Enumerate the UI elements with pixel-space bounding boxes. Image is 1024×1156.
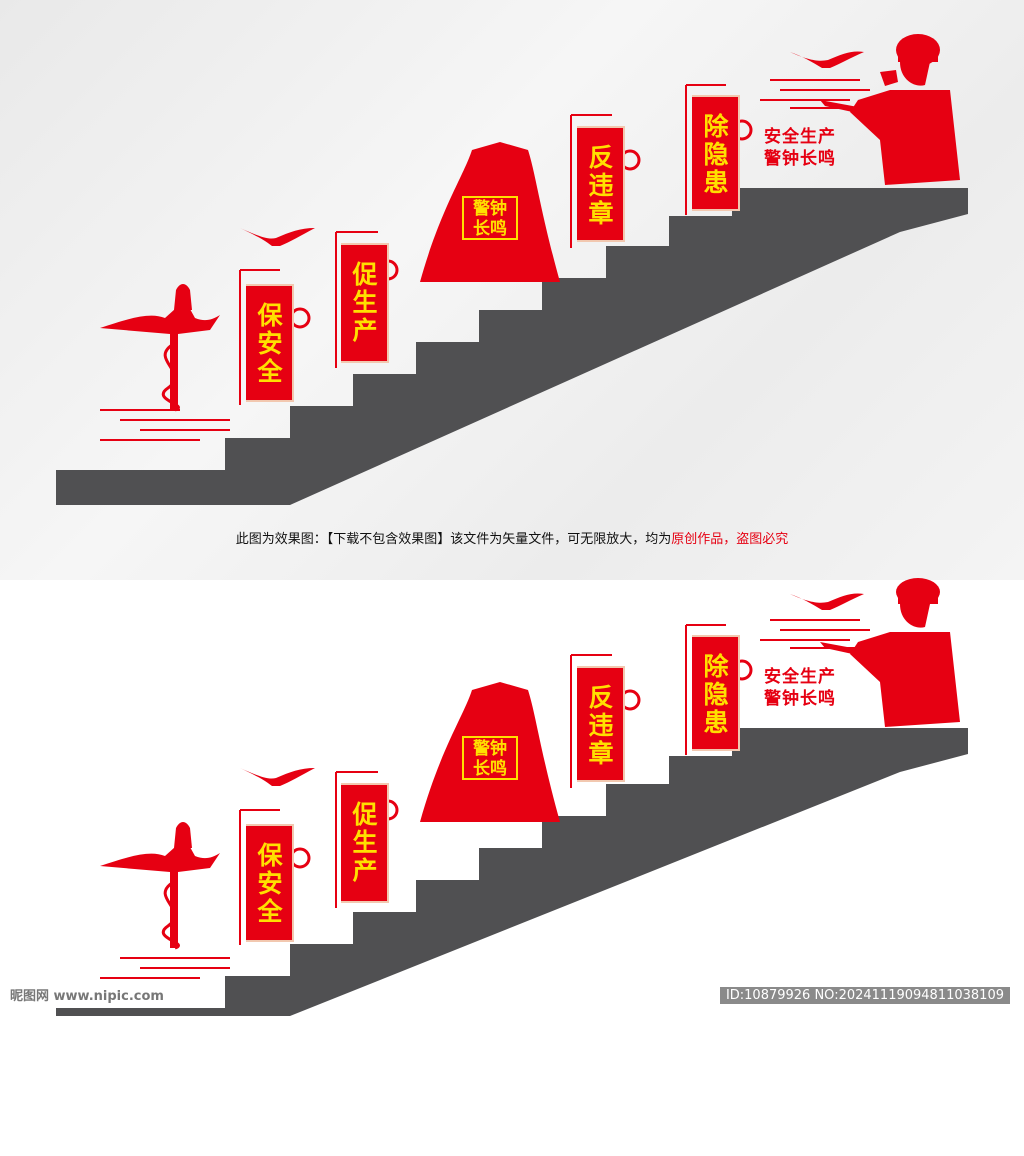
worker-silhouette-icon xyxy=(820,578,960,727)
banner-text: 促生产 xyxy=(352,800,378,885)
vector-artwork-panel: 保安全 促生产 反违章 除隐患 警钟长鸣 安全生产 警钟长鸣 昵图网 www.n… xyxy=(0,580,1024,1024)
banner-text: 反违章 xyxy=(588,683,614,768)
bell-text: 警钟长鸣 xyxy=(462,196,518,240)
slogan-line-2: 警钟长鸣 xyxy=(764,149,836,169)
cloud-lines xyxy=(760,620,870,648)
banner-cu-shengchan: 促生产 xyxy=(341,243,389,363)
worker-silhouette-icon xyxy=(820,34,960,185)
banner-fan-weizhang: 反违章 xyxy=(577,666,625,782)
banner-text: 保安全 xyxy=(257,301,283,386)
banner-frames xyxy=(240,625,726,945)
cloud-lines xyxy=(760,79,870,109)
huabiao-pillar-icon xyxy=(100,284,230,441)
banner-text: 促生产 xyxy=(352,260,378,345)
stair-scene: 保安全 促生产 反违章 除隐患 警钟长鸣 安全生产 警钟长鸣 xyxy=(0,576,1024,1156)
banner-frames xyxy=(239,84,726,405)
bird-icon xyxy=(240,228,315,246)
banner-text: 除隐患 xyxy=(703,652,729,737)
bell-icon xyxy=(420,682,560,822)
banner-text: 除隐患 xyxy=(703,112,729,197)
bird-icon xyxy=(240,768,315,786)
caption: 此图为效果图：【下载不包含效果图】该文件为矢量文件，可无限放大，均为原创作品，盗… xyxy=(0,528,1024,547)
effect-preview-panel: 保安全 促生产 反违章 除隐患 警钟长鸣 安全生产 警钟长鸣 此图为效果图：【下… xyxy=(0,0,1024,580)
bell-text: 警钟长鸣 xyxy=(462,736,518,780)
slogan-line-2: 警钟长鸣 xyxy=(764,689,836,709)
caption-highlight: 原创作品，盗图必究 xyxy=(671,532,789,547)
banner-text: 反违章 xyxy=(588,143,614,228)
stair-graphic xyxy=(56,34,968,505)
slogan-line-1: 安全生产 xyxy=(764,667,836,687)
caption-text: 此图为效果图：【下载不包含效果图】该文件为矢量文件，可无限放大，均为 xyxy=(235,532,672,547)
staircase xyxy=(56,188,968,505)
banner-bao-anquan: 保安全 xyxy=(246,824,294,942)
staircase xyxy=(56,728,968,1016)
slogan-line-1: 安全生产 xyxy=(764,127,836,147)
banner-chu-yinhuan: 除隐患 xyxy=(692,635,740,751)
stair-scene: 保安全 促生产 反违章 除隐患 警钟长鸣 安全生产 警钟长鸣 xyxy=(56,34,968,505)
watermark-site: 昵图网 www.nipic.com xyxy=(10,989,164,1004)
bird-icon xyxy=(790,593,864,610)
bird-icon xyxy=(790,51,864,68)
banner-cu-shengchan: 促生产 xyxy=(341,783,389,903)
huabiao-pillar-icon xyxy=(100,822,230,978)
stair-graphic xyxy=(0,576,1024,1156)
banner-text: 保安全 xyxy=(257,841,283,926)
banner-fan-weizhang: 反违章 xyxy=(577,126,625,242)
bell-icon xyxy=(420,142,560,282)
watermark-id: ID:10879926 NO:20241119094811038109 xyxy=(719,987,1010,1004)
banner-chu-yinhuan: 除隐患 xyxy=(692,95,740,211)
banner-bao-anquan: 保安全 xyxy=(246,284,294,402)
